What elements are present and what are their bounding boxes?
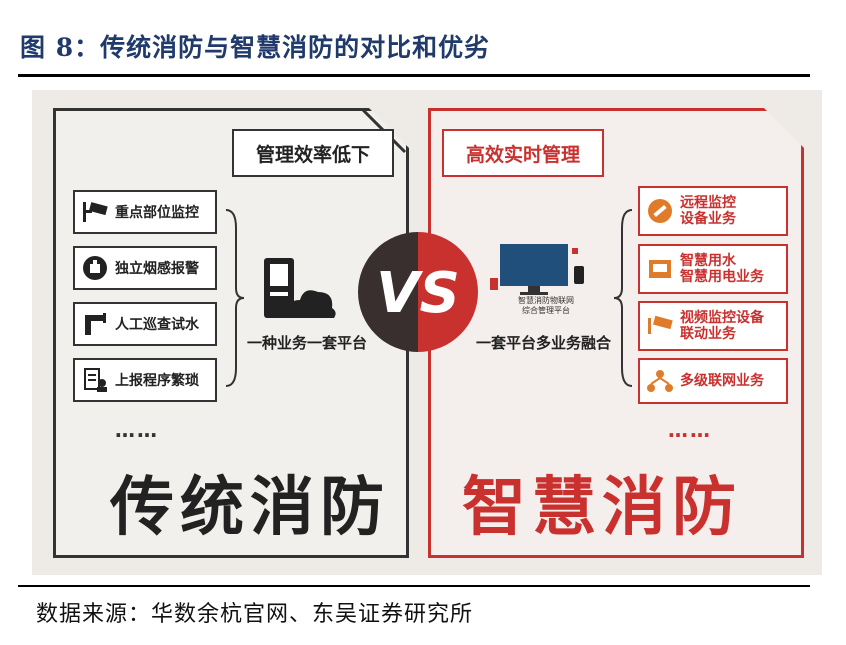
smart-big-title: 智慧消防 — [462, 471, 742, 545]
item-label: 人工巡查试水 — [115, 317, 199, 333]
item-line1: 智慧用水 — [680, 253, 736, 269]
traditional-item-reporting: 上报程序繁琐 — [73, 358, 217, 402]
item-label: 重点部位监控 — [115, 205, 199, 221]
item-line2: 智慧用电业务 — [680, 269, 764, 285]
smart-ellipsis: …… — [668, 418, 712, 442]
source-note: 数据来源：华数余杭官网、东吴证券研究所 — [36, 602, 474, 627]
vs-badge: VS — [358, 232, 478, 352]
water-icon — [646, 255, 674, 283]
server-cloud-icon — [264, 258, 336, 318]
platform-label: 智慧消防物联网 综合管理平台 — [496, 296, 596, 316]
item-line2: 联动业务 — [680, 326, 736, 342]
traditional-item-smoke-alarm: 独立烟感报警 — [73, 246, 217, 290]
vs-text: VS — [376, 261, 460, 326]
monitor-icon — [490, 244, 584, 295]
wrench-icon — [646, 197, 674, 225]
top-rule — [18, 74, 810, 77]
camera-icon — [81, 198, 109, 226]
traditional-ellipsis: …… — [115, 418, 159, 442]
traditional-caption: 一种业务一套平台 — [247, 334, 368, 352]
traditional-item-monitoring: 重点部位监控 — [73, 190, 217, 234]
smart-item-video-linkage: 视频监控设备联动业务 — [638, 301, 788, 351]
traditional-big-title: 传统消防 — [110, 471, 390, 545]
smart-caption: 一套平台多业务融合 — [476, 334, 612, 352]
smart-item-remote-monitoring: 远程监控设备业务 — [638, 186, 788, 236]
smart-item-multilevel-network: 多级联网业务 — [638, 358, 788, 404]
item-label: 独立烟感报警 — [115, 261, 199, 277]
cctv-icon — [646, 312, 674, 340]
smart-item-water-electric: 智慧用水智慧用电业务 — [638, 244, 788, 294]
platform-label-line1: 智慧消防物联网 — [518, 296, 574, 305]
bottom-rule — [18, 585, 810, 587]
traditional-brace — [225, 209, 245, 387]
traditional-item-patrol: 人工巡查试水 — [73, 302, 217, 346]
pipe-icon — [81, 310, 109, 338]
alarm-icon — [81, 254, 109, 282]
item-label: 上报程序繁琐 — [115, 373, 199, 389]
network-icon — [646, 367, 674, 395]
platform-label-line2: 综合管理平台 — [522, 306, 570, 315]
smart-tag: 高效实时管理 — [442, 129, 604, 177]
item-line1: 多级联网业务 — [680, 373, 764, 389]
traditional-tag: 管理效率低下 — [232, 129, 394, 177]
report-icon — [81, 366, 109, 394]
item-line2: 设备业务 — [680, 211, 736, 227]
figure-title: 图 8：传统消防与智慧消防的对比和优劣 — [20, 33, 491, 62]
item-line1: 远程监控 — [680, 195, 736, 211]
item-line1: 视频监控设备 — [680, 310, 764, 326]
smart-brace — [613, 209, 633, 387]
